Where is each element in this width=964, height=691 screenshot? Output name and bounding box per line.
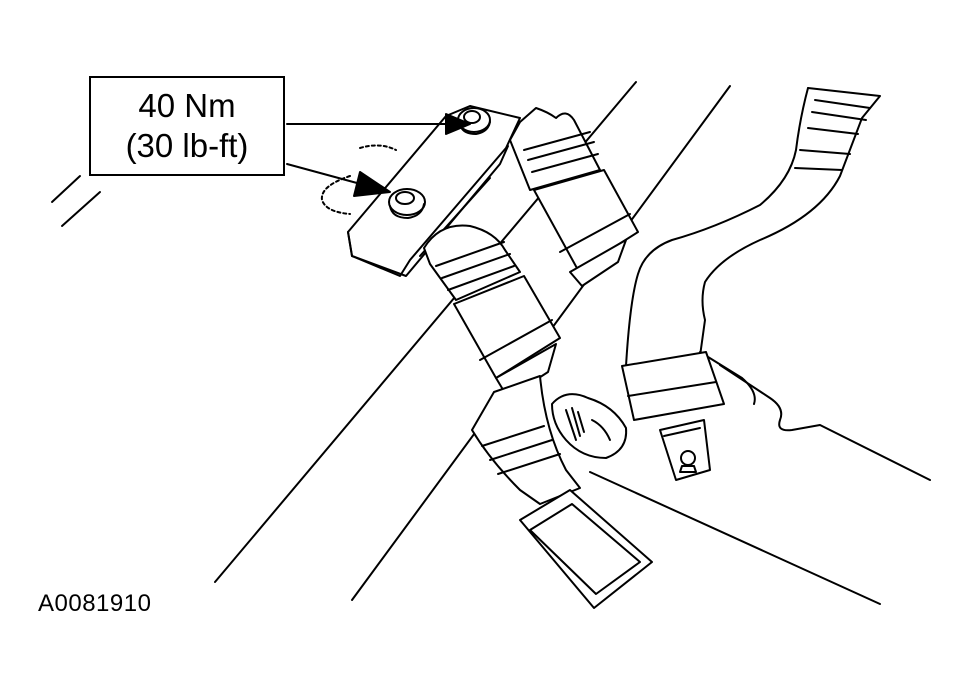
buckle-strap-upper bbox=[510, 108, 638, 286]
torque-lbft-label: (30 lb-ft) bbox=[125, 127, 249, 164]
torque-leader-arrows bbox=[287, 114, 470, 196]
rotation-arrow-icon bbox=[322, 145, 396, 214]
seat-belt-webbing-right bbox=[622, 88, 880, 480]
figure-id: A0081910 bbox=[38, 590, 152, 617]
retainer-clip bbox=[552, 394, 626, 458]
torque-callout: 40 Nm (30 lb-ft) bbox=[89, 76, 285, 176]
buckle-strap-lower bbox=[424, 225, 560, 398]
anchor-bolt-lower bbox=[389, 189, 425, 218]
torque-nm-label: 40 Nm bbox=[138, 87, 236, 124]
buckle-tail-lower bbox=[472, 376, 652, 608]
